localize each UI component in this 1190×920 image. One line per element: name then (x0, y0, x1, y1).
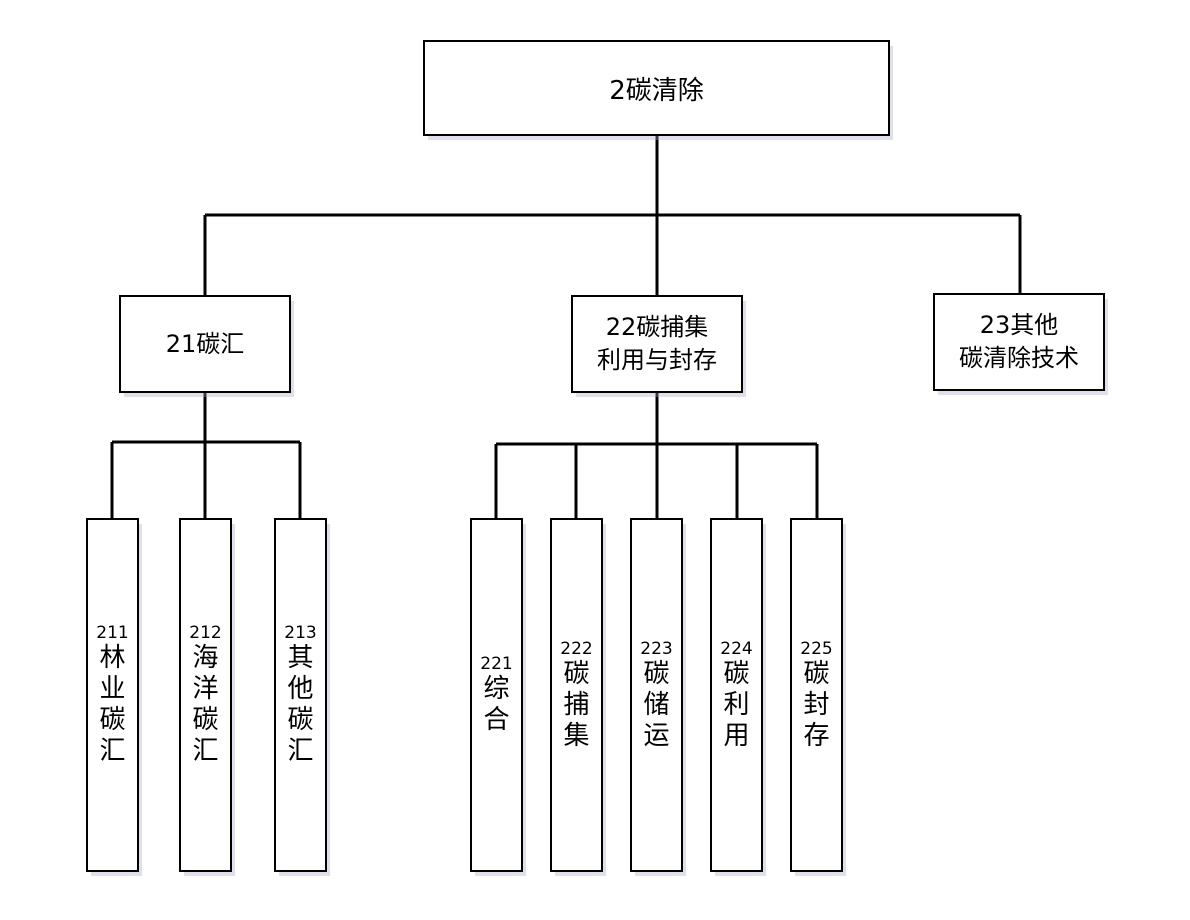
node-213: 213 其他碳汇 (272, 516, 331, 878)
node-root: 2碳清除 (421, 38, 894, 142)
node-root-label: 2碳清除 (609, 75, 704, 106)
node-212-name: 海洋碳汇 (192, 643, 219, 766)
node-223-code: 223 (640, 638, 673, 659)
node-23: 23其他 碳清除技术 (931, 291, 1109, 397)
node-22: 22碳捕集 利用与封存 (569, 293, 747, 399)
node-224-code: 224 (720, 638, 753, 659)
node-225: 225 碳封存 (788, 516, 847, 878)
node-212: 212 海洋碳汇 (177, 516, 236, 878)
node-222: 222 碳捕集 (548, 516, 607, 878)
node-223: 223 碳储运 (628, 516, 687, 878)
node-223-name: 碳储运 (643, 658, 670, 751)
node-221-name: 综合 (483, 674, 510, 735)
node-21-label: 21碳汇 (165, 329, 245, 358)
node-222-name: 碳捕集 (563, 658, 590, 751)
node-22-label: 22碳捕集 利用与封存 (597, 313, 717, 374)
node-225-code: 225 (800, 638, 833, 659)
node-225-name: 碳封存 (803, 658, 830, 751)
node-221: 221 综合 (468, 516, 527, 878)
node-23-label: 23其他 碳清除技术 (959, 311, 1079, 372)
node-224-name: 碳利用 (723, 658, 750, 751)
node-222-code: 222 (560, 638, 593, 659)
node-213-name: 其他碳汇 (287, 643, 314, 766)
node-213-code: 213 (284, 623, 317, 643)
node-211-name: 林业碳汇 (99, 643, 126, 766)
node-21: 21碳汇 (117, 293, 295, 399)
node-221-code: 221 (480, 654, 513, 674)
node-211-code: 211 (96, 623, 129, 643)
node-224: 224 碳利用 (708, 516, 767, 878)
node-211: 211 林业碳汇 (84, 516, 143, 878)
node-212-code: 212 (189, 623, 222, 643)
